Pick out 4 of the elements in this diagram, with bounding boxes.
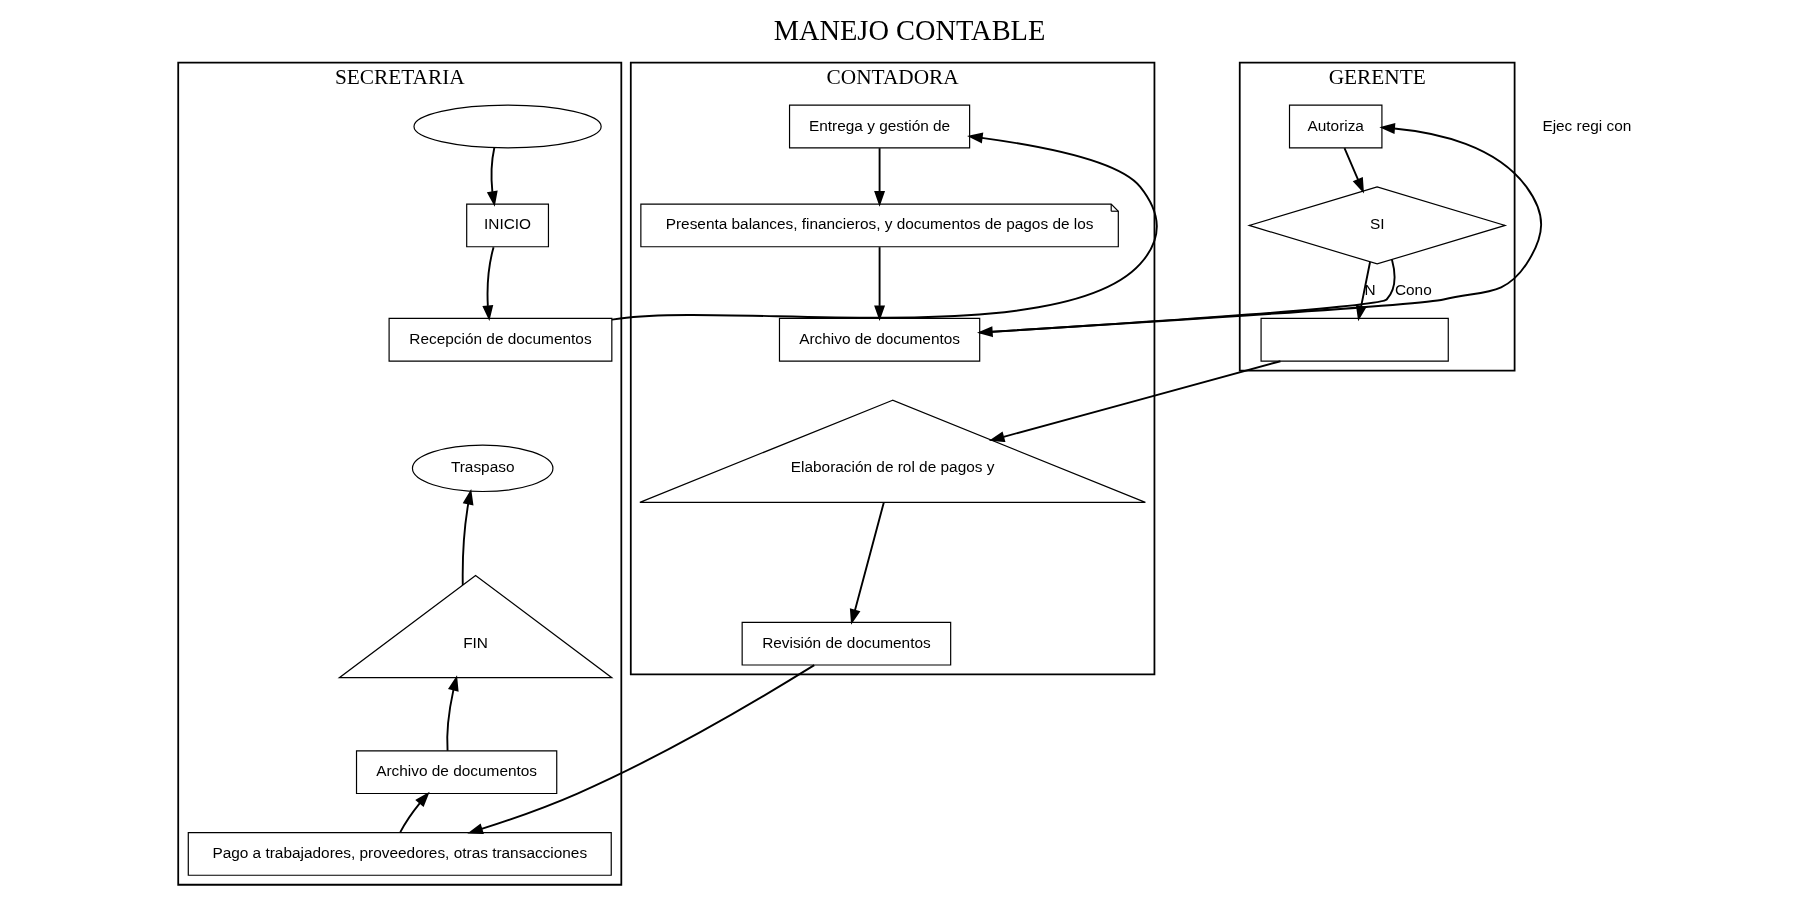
- diagram-title: MANEJO CONTABLE: [773, 15, 1045, 47]
- edge-label: Cono: [1394, 281, 1432, 299]
- label: Ejec regi con: [1541, 116, 1631, 134]
- edge-label: N: [1364, 281, 1376, 299]
